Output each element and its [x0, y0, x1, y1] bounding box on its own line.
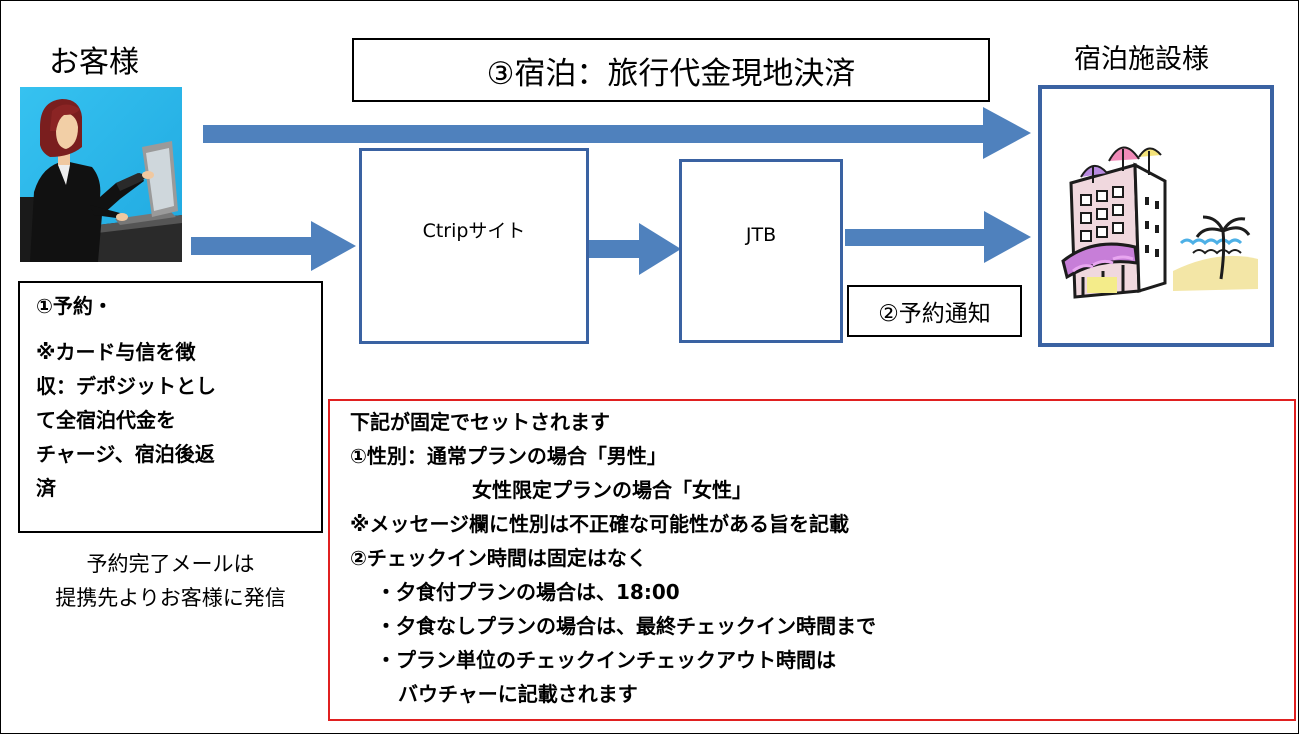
- jtb-label: JTB: [745, 224, 777, 246]
- reservation-line-2: ※カード与信を徴: [36, 340, 196, 364]
- notify-label: ②予約通知: [878, 301, 991, 327]
- fixed-line-2: ①性別：通常プランの場合「男性」: [350, 444, 667, 468]
- payment-text: ③宿泊：旅行代金現地決済: [486, 55, 856, 92]
- mail-note: 予約完了メールは 提携先よりお客様に発信: [18, 547, 323, 615]
- fixed-line-6: ・夕食付プランの場合は、18:00: [376, 580, 680, 604]
- fixed-line-1: 下記が固定でセットされます: [350, 410, 610, 434]
- fixed-line-3: 女性限定プランの場合「女性」: [472, 478, 752, 502]
- customer-label: お客様: [49, 45, 139, 80]
- reservation-line-1: ①予約・: [36, 294, 113, 318]
- fixed-line-5: ②チェックイン時間は固定はなく: [350, 546, 647, 570]
- ctrip-box: Ctripサイト: [359, 148, 589, 344]
- jtb-box: JTB: [679, 159, 843, 343]
- ctrip-label: Ctripサイト: [422, 219, 526, 242]
- reservation-line-5: チャージ、宿泊後返: [36, 442, 215, 466]
- payment-box: ③宿泊：旅行代金現地決済: [352, 38, 990, 102]
- reservation-box: ①予約・ ※カード与信を徴 収：デポジットとし て全宿泊代金を チャージ、宿泊後…: [18, 281, 323, 533]
- reservation-line-6: 済: [36, 476, 56, 500]
- reservation-line-3: 収：デポジットとし: [36, 374, 216, 398]
- woman-at-laptop-icon: [20, 87, 182, 262]
- hotel-building-icon: [1053, 131, 1263, 306]
- arrow-ctrip-jtb: [589, 223, 681, 275]
- arrow-jtb-hotel: [845, 211, 1031, 263]
- mail-note-line-2: 提携先よりお客様に発信: [55, 586, 286, 610]
- fixed-line-7: ・夕食なしプランの場合は、最終チェックイン時間まで: [376, 614, 876, 638]
- fixed-line-4: ※メッセージ欄に性別は不正確な可能性がある旨を記載: [350, 512, 850, 536]
- fixed-line-9: バウチャーに記載されます: [398, 682, 638, 706]
- hotel-label: 宿泊施設様: [1074, 44, 1209, 75]
- notify-box: ②予約通知: [847, 285, 1022, 337]
- mail-note-line-1: 予約完了メールは: [86, 552, 255, 576]
- fixed-settings-box: 下記が固定でセットされます ①性別：通常プランの場合「男性」 女性限定プランの場…: [328, 399, 1296, 721]
- fixed-line-8: ・プラン単位のチェックインチェックアウト時間は: [376, 648, 836, 672]
- arrow-payment: [203, 107, 1031, 159]
- arrow-customer-ctrip: [191, 221, 356, 271]
- reservation-line-4: て全宿泊代金を: [36, 408, 176, 432]
